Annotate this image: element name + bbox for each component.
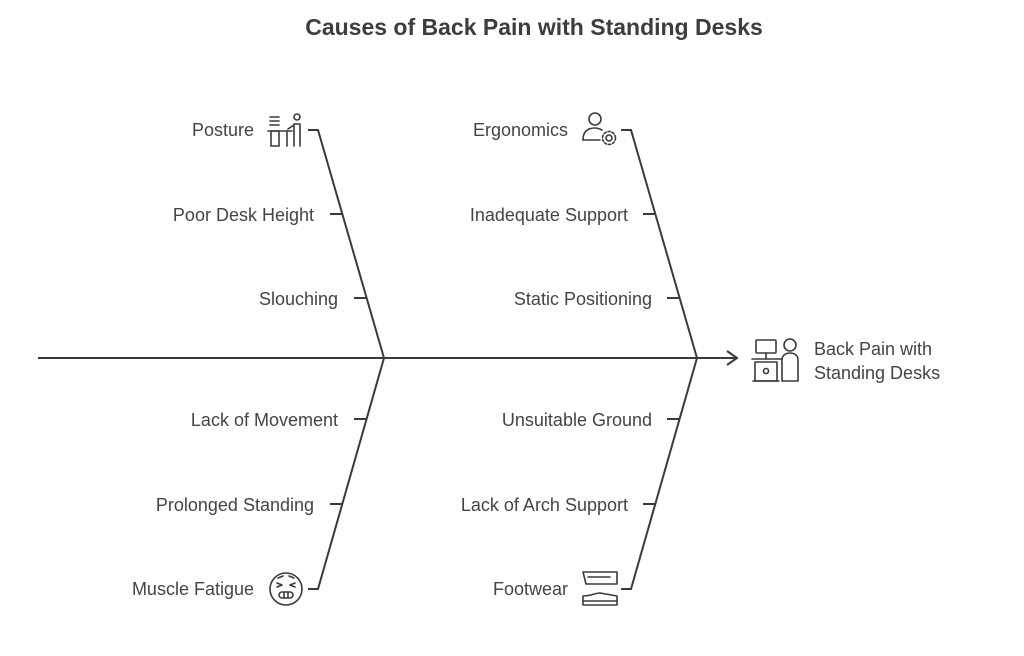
effect-label-line2: Standing Desks xyxy=(814,363,940,383)
cause-prolonged-standing: Prolonged Standing xyxy=(156,495,314,515)
cause-static-positioning: Static Positioning xyxy=(514,289,652,309)
bone-footwear xyxy=(621,357,698,590)
spine-arrowhead xyxy=(726,350,739,366)
shoes-icon xyxy=(582,571,618,606)
posture-desk-icon xyxy=(267,113,301,147)
cause-lack-of-arch-support: Lack of Arch Support xyxy=(461,495,628,515)
category-label-posture: Posture xyxy=(192,120,254,140)
bone-posture xyxy=(308,129,385,359)
cause-slouching: Slouching xyxy=(259,289,338,309)
category-label-ergonomics: Ergonomics xyxy=(473,120,568,140)
cause-unsuitable-ground: Unsuitable Ground xyxy=(502,410,652,430)
cause-inadequate-support: Inadequate Support xyxy=(470,205,628,225)
diagram-title: Causes of Back Pain with Standing Desks xyxy=(305,14,763,40)
user-gear-icon xyxy=(582,112,617,146)
bone-muscle-fatigue xyxy=(308,357,385,590)
category-label-footwear: Footwear xyxy=(493,579,568,599)
effect-label-line1: Back Pain with xyxy=(814,339,932,359)
cause-lack-of-movement: Lack of Movement xyxy=(191,410,338,430)
standing-desk-person-icon xyxy=(751,338,799,382)
tired-face-icon xyxy=(269,572,303,606)
bone-ergonomics xyxy=(621,129,698,359)
cause-poor-desk-height: Poor Desk Height xyxy=(173,205,314,225)
category-label-muscle-fatigue: Muscle Fatigue xyxy=(132,579,254,599)
